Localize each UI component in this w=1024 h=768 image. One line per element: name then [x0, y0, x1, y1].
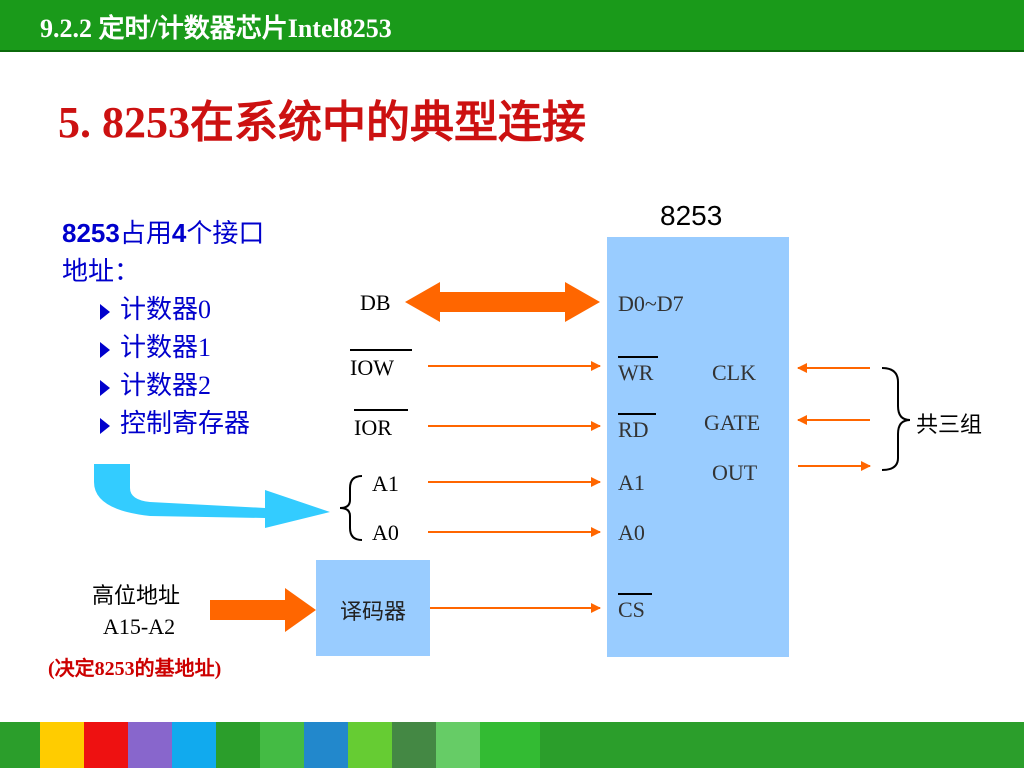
- cs-overline: [618, 593, 652, 595]
- info-text-b: 个接口: [186, 219, 265, 248]
- high-address-range: A15-A2: [103, 614, 176, 639]
- footer-block: [436, 722, 480, 768]
- footer-block: [84, 722, 128, 768]
- chip-title: 8253: [660, 200, 723, 231]
- footer-block: [304, 722, 348, 768]
- header-bar: 9.2.2 定时/计数器芯片Intel8253: [0, 0, 1024, 52]
- db-bidirectional-arrow: [405, 282, 600, 322]
- pin-out: OUT: [712, 460, 758, 485]
- pin-rd: RD: [618, 417, 649, 442]
- pin-clk: CLK: [712, 360, 756, 385]
- list-item: 计数器0: [62, 291, 362, 329]
- pin-a0: A0: [618, 520, 645, 545]
- pin-d0-d7: D0~D7: [618, 291, 684, 316]
- rd-overline: [618, 413, 656, 415]
- label-a1: A1: [372, 471, 399, 496]
- address-arrow: [210, 588, 316, 632]
- wr-overline: [618, 356, 658, 358]
- footer-block: [40, 722, 84, 768]
- info-line-1: 8253占用4个接口: [62, 214, 362, 253]
- footer-block: [128, 722, 172, 768]
- right-brace: [881, 367, 911, 471]
- curved-cyan-arrow: [94, 464, 330, 528]
- footer-block: [172, 722, 216, 768]
- footer-block: [480, 722, 540, 768]
- info-text-a: 占用: [119, 219, 172, 248]
- pin-cs: CS: [618, 597, 645, 622]
- list-item-label: 计数器1: [120, 333, 212, 362]
- footer-block: [392, 722, 436, 768]
- address-info: 8253占用4个接口 地址： 计数器0 计数器1 计数器2 控制寄存器: [62, 214, 362, 443]
- base-address-note: (决定8253的基地址): [48, 658, 222, 680]
- info-port-count: 4: [171, 218, 187, 248]
- list-item: 控制寄存器: [62, 405, 362, 443]
- header-title: 9.2.2 定时/计数器芯片Intel8253: [40, 14, 392, 43]
- footer-block: [216, 722, 260, 768]
- footer-strip: [0, 722, 1024, 768]
- triangle-bullet-icon: [100, 342, 110, 358]
- label-db: DB: [360, 290, 391, 315]
- pin-wr: WR: [618, 360, 654, 385]
- footer-block: [540, 722, 1024, 768]
- triangle-bullet-icon: [100, 418, 110, 434]
- high-address-label: 高位地址: [92, 583, 181, 608]
- left-brace: [339, 475, 363, 541]
- info-chip-number: 8253: [62, 218, 120, 248]
- group-label: 共三组: [916, 412, 983, 437]
- info-line-2: 地址：: [62, 257, 141, 286]
- label-a0: A0: [372, 520, 399, 545]
- ior-overline: [354, 409, 408, 411]
- decoder-block: 译码器: [316, 560, 430, 656]
- list-item: 计数器2: [62, 367, 362, 405]
- triangle-bullet-icon: [100, 380, 110, 396]
- decoder-label: 译码器: [339, 599, 406, 624]
- list-item-label: 控制寄存器: [120, 409, 251, 438]
- pin-gate: GATE: [704, 410, 761, 435]
- slide-title: 5. 8253在系统中的典型连接: [58, 98, 586, 147]
- list-item: 计数器1: [62, 329, 362, 367]
- label-ior: IOR: [354, 415, 392, 440]
- footer-block: [348, 722, 392, 768]
- list-item-label: 计数器2: [120, 371, 212, 400]
- footer-block: [0, 722, 40, 768]
- triangle-bullet-icon: [100, 304, 110, 320]
- pin-a1: A1: [618, 470, 645, 495]
- chip-8253-block: [607, 237, 789, 657]
- list-item-label: 计数器0: [120, 295, 212, 324]
- footer-block: [260, 722, 304, 768]
- label-iow: IOW: [350, 355, 394, 380]
- iow-overline: [350, 349, 412, 351]
